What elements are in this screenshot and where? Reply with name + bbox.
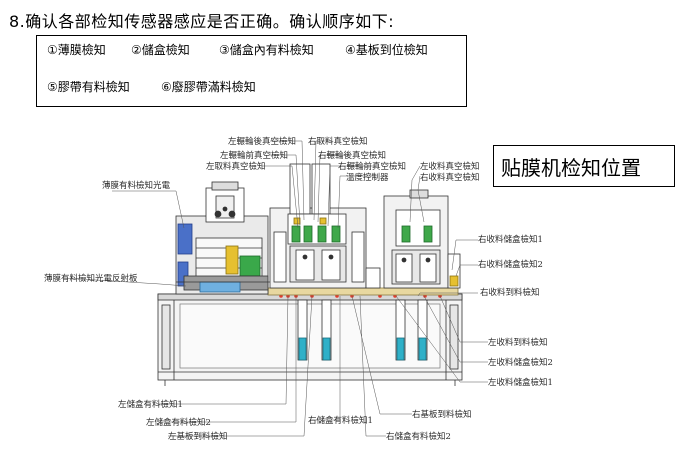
label-right-receive-arrival-sensor: 右收料到料檢知: [480, 287, 540, 298]
label-left-box-material-sensor-2: 左儲盒有料檢知2: [146, 417, 211, 428]
label-left-substrate-arrival-sensor: 左基板到料檢知: [168, 431, 228, 442]
label-right-roller-front-vacuum: 右輾輪前真空檢知: [338, 161, 406, 172]
label-left-roller-front-vacuum: 左輾輪前真空檢知: [220, 150, 288, 161]
list-item: ①薄膜檢知: [47, 43, 106, 57]
list-item: ④基板到位檢知: [345, 43, 428, 57]
diagram-title-box: 贴膜机检知位置: [493, 145, 675, 187]
label-right-pick-vacuum: 右取料真空檢知: [308, 136, 368, 147]
label-right-box-material-sensor-1: 右儲盒有料檢知1: [308, 415, 373, 426]
label-right-receive-box-sensor-1: 右收料儲盒檢知1: [478, 234, 543, 245]
machine-diagram: [157, 163, 463, 386]
instruction-heading: 8.确认各部检知传感器感应是否正确。确认顺序如下:: [9, 12, 395, 31]
label-right-receive-box-sensor-2: 右收料儲盒檢知2: [478, 259, 543, 270]
list-item: ③儲盒內有料檢知: [219, 43, 314, 57]
label-right-substrate-arrival-sensor: 右基板到料檢知: [412, 409, 472, 420]
list-item: ⑤膠帶有料檢知: [47, 80, 130, 94]
diagram-title: 贴膜机检知位置: [501, 156, 641, 180]
label-left-box-material-sensor-1: 左儲盒有料檢知1: [118, 399, 183, 410]
list-item: ⑥廢膠帶滿料檢知: [161, 80, 256, 94]
label-temperature-controller: 溫度控制器: [346, 172, 389, 183]
label-right-receive-vacuum: 右收料真空檢知: [420, 172, 480, 183]
label-left-pick-vacuum: 左取料真空檢知: [206, 161, 266, 172]
label-film-sensor-reflector: 薄膜有料檢知光電反射板: [44, 273, 138, 284]
list-item: ②儲盒檢知: [131, 43, 190, 57]
label-left-receive-box-sensor-1: 左收料儲盒檢知1: [488, 377, 553, 388]
callout-labels: 左輾輪後真空檢知 右取料真空檢知 左輾輪前真空檢知 右輾輪後真空檢知 左取料真空…: [44, 136, 553, 442]
label-left-receive-box-sensor-2: 左收料儲盒檢知2: [488, 357, 553, 368]
label-left-roller-rear-vacuum: 左輾輪後真空檢知: [228, 136, 296, 147]
label-right-box-material-sensor-2: 右儲盒有料檢知2: [386, 431, 451, 442]
label-film-sensor-photoelectric: 薄膜有料檢知光電: [102, 180, 171, 191]
label-left-receive-arrival-sensor: 左收料到料檢知: [488, 337, 548, 348]
check-order-list: ①薄膜檢知 ②儲盒檢知 ③儲盒內有料檢知 ④基板到位檢知 ⑤膠帶有料檢知 ⑥廢膠…: [36, 35, 467, 107]
label-left-receive-vacuum: 左收料真空檢知: [420, 161, 480, 172]
leader-lines: [63, 140, 488, 437]
label-right-roller-rear-vacuum: 右輾輪後真空檢知: [318, 150, 386, 161]
